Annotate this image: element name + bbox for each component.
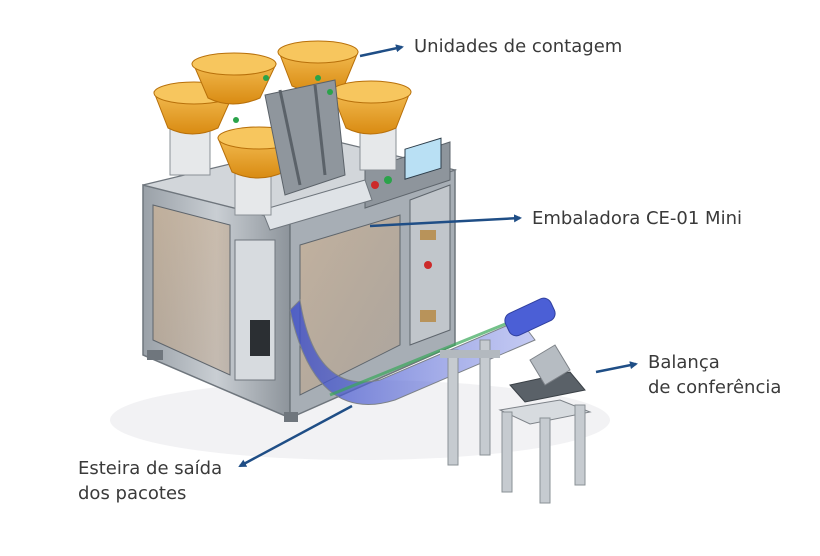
label-checkweigher: Balança de conferência — [648, 350, 781, 400]
counting-bowls — [153, 40, 412, 216]
packing-machine — [142, 137, 458, 422]
output-conveyor — [289, 297, 556, 466]
arrow-icon — [359, 44, 404, 58]
label-checkweigher-line2: de conferência — [648, 377, 782, 398]
label-checkweigher-line1: Balança — [648, 352, 720, 373]
label-output-conveyor-line1: Esteira de saída — [78, 458, 223, 479]
label-counting-units: Unidades de contagem — [414, 36, 623, 57]
checkweigher — [498, 344, 592, 504]
arrow-icon — [238, 404, 353, 468]
label-packer: Embaladora CE-01 Mini — [532, 208, 742, 229]
label-output-conveyor-line2: dos pacotes — [78, 483, 187, 504]
arrow-icon — [595, 361, 638, 374]
arrow-icon — [369, 214, 522, 228]
label-output-conveyor: Esteira de saída dos pacotes — [78, 456, 222, 506]
